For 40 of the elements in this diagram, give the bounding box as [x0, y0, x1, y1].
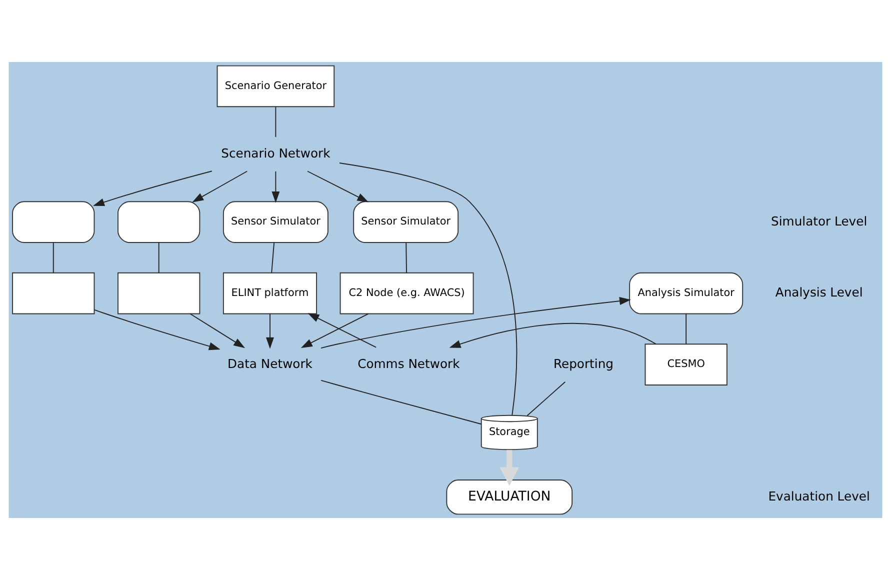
node-box: Scenario Generator: [216, 64, 335, 107]
arrow: [272, 170, 280, 202]
arrow: [94, 308, 220, 350]
node-box: Analysis Simulator: [629, 272, 744, 314]
connector: [339, 162, 518, 416]
node-box: [12, 272, 95, 314]
arrow: [320, 296, 631, 348]
connector: [320, 379, 482, 424]
node-box: [12, 200, 95, 242]
connector: [686, 312, 687, 344]
node-box: EVALUATION: [446, 479, 573, 514]
node-text: Reporting: [553, 356, 614, 370]
label: Evaluation Level: [768, 488, 870, 503]
node-box: [118, 272, 200, 314]
connector: [406, 242, 407, 273]
arrow: [300, 312, 369, 348]
connector: [271, 242, 275, 273]
label: Analysis Level: [775, 285, 863, 300]
arrow: [307, 170, 369, 202]
node-box: C2 Node (e.g. AWACS): [340, 272, 474, 314]
connector: [158, 242, 160, 273]
node-text: Scenario Network: [221, 146, 330, 160]
node-box: Sensor Simulator: [353, 200, 459, 242]
node-box: Sensor Simulator: [222, 200, 328, 242]
node-text: Data Network: [228, 356, 312, 370]
connector: [526, 380, 566, 416]
arrow: [92, 170, 212, 206]
connector: [52, 242, 54, 273]
node-box: CESMO: [644, 343, 728, 385]
label: Simulator Level: [771, 214, 868, 228]
node-box: [118, 200, 200, 242]
node-box: ELINT platform: [222, 272, 318, 314]
arrow: [192, 170, 248, 202]
arrow: [190, 312, 246, 348]
arrow: [449, 322, 656, 348]
connector: [275, 106, 276, 137]
arrow: [308, 312, 377, 348]
node-text: Comms Network: [358, 356, 460, 370]
arrow: [266, 312, 274, 348]
arrow: [500, 449, 520, 486]
